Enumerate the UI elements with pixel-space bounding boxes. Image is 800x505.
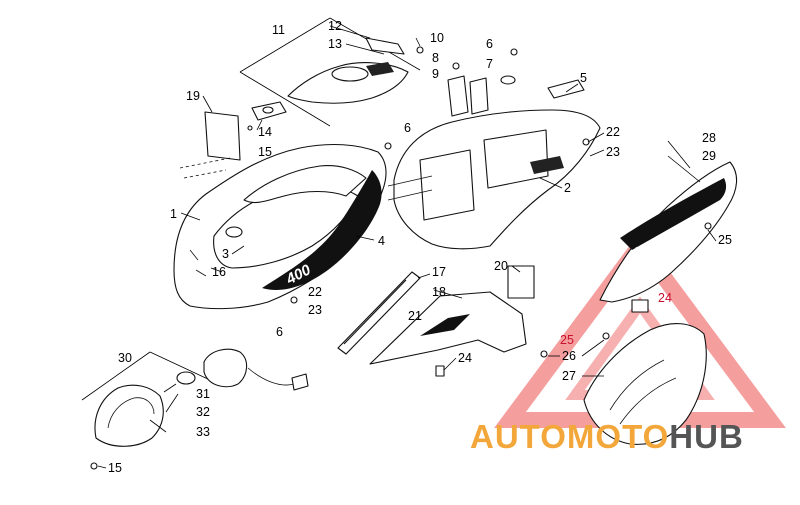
callout-14: 14 bbox=[258, 125, 272, 139]
callout-6c: 6 bbox=[276, 325, 283, 339]
callout-10: 10 bbox=[430, 31, 444, 45]
part-front-fender: 400 bbox=[173, 144, 387, 310]
callout-7: 7 bbox=[486, 57, 493, 71]
callout-5: 5 bbox=[580, 71, 587, 85]
callout-19: 19 bbox=[186, 89, 200, 103]
callout-23a: 23 bbox=[606, 145, 620, 159]
callout-30: 30 bbox=[118, 351, 132, 365]
part-plate-19 bbox=[179, 111, 241, 179]
callout-24b: 24 bbox=[458, 351, 472, 365]
callout-6a: 6 bbox=[486, 37, 493, 51]
callout-6b: 6 bbox=[404, 121, 411, 135]
callout-2: 2 bbox=[564, 181, 571, 195]
leader-lines bbox=[97, 25, 717, 469]
hardware-screws bbox=[290, 46, 712, 377]
callout-17: 17 bbox=[432, 265, 446, 279]
watermark-hub: HUB bbox=[669, 418, 744, 455]
part-strip-17 bbox=[337, 271, 421, 355]
callout-3: 3 bbox=[222, 247, 229, 261]
part-seat-cover bbox=[239, 17, 421, 127]
svg-text:AUTOMOTOHUB: AUTOMOTOHUB bbox=[470, 418, 744, 455]
callout-15a: 15 bbox=[258, 145, 272, 159]
callout-11: 11 bbox=[272, 23, 285, 37]
callout-22b: 22 bbox=[308, 285, 322, 299]
watermark-moto: MOTO bbox=[567, 418, 669, 455]
callout-1: 1 bbox=[170, 207, 177, 221]
part-headlight-assembly bbox=[81, 348, 309, 470]
callout-8: 8 bbox=[432, 51, 439, 65]
part-switch-14 bbox=[247, 101, 287, 131]
part-side-panel-21 bbox=[369, 265, 535, 365]
callout-32: 32 bbox=[196, 405, 210, 419]
part-rear-body bbox=[387, 75, 601, 250]
part-side-panel-28: ARCTIC CAT bbox=[599, 161, 738, 303]
callout-21: 21 bbox=[408, 309, 422, 323]
callout-12: 12 bbox=[328, 19, 342, 33]
callout-33: 33 bbox=[196, 425, 210, 439]
callout-28: 28 bbox=[702, 131, 716, 145]
callout-16: 16 bbox=[212, 265, 226, 279]
callout-23b: 23 bbox=[308, 303, 322, 317]
callout-9: 9 bbox=[432, 67, 439, 81]
watermark-text: AUTOMOTOHUB bbox=[470, 418, 744, 455]
callout-31: 31 bbox=[196, 387, 210, 401]
callout-22a: 22 bbox=[606, 125, 620, 139]
callout-29: 29 bbox=[702, 149, 716, 163]
callout-26: 26 bbox=[562, 349, 576, 363]
callout-25a: 25 bbox=[718, 233, 732, 247]
callout-24a: 24 bbox=[658, 291, 672, 305]
callout-20: 20 bbox=[494, 259, 508, 273]
callout-4: 4 bbox=[378, 234, 385, 248]
callout-15b: 15 bbox=[108, 461, 122, 475]
callout-18: 18 bbox=[432, 285, 446, 299]
part-lower-panel-27 bbox=[583, 299, 707, 445]
callout-13: 13 bbox=[328, 37, 342, 51]
callout-27: 27 bbox=[562, 369, 576, 383]
callout-labels: 1 2 3 4 5 6 6 6 7 8 9 10 11 12 13 14 15 … bbox=[108, 19, 732, 475]
watermark-auto: AUTO bbox=[470, 418, 567, 455]
callout-25b: 25 bbox=[560, 333, 574, 347]
